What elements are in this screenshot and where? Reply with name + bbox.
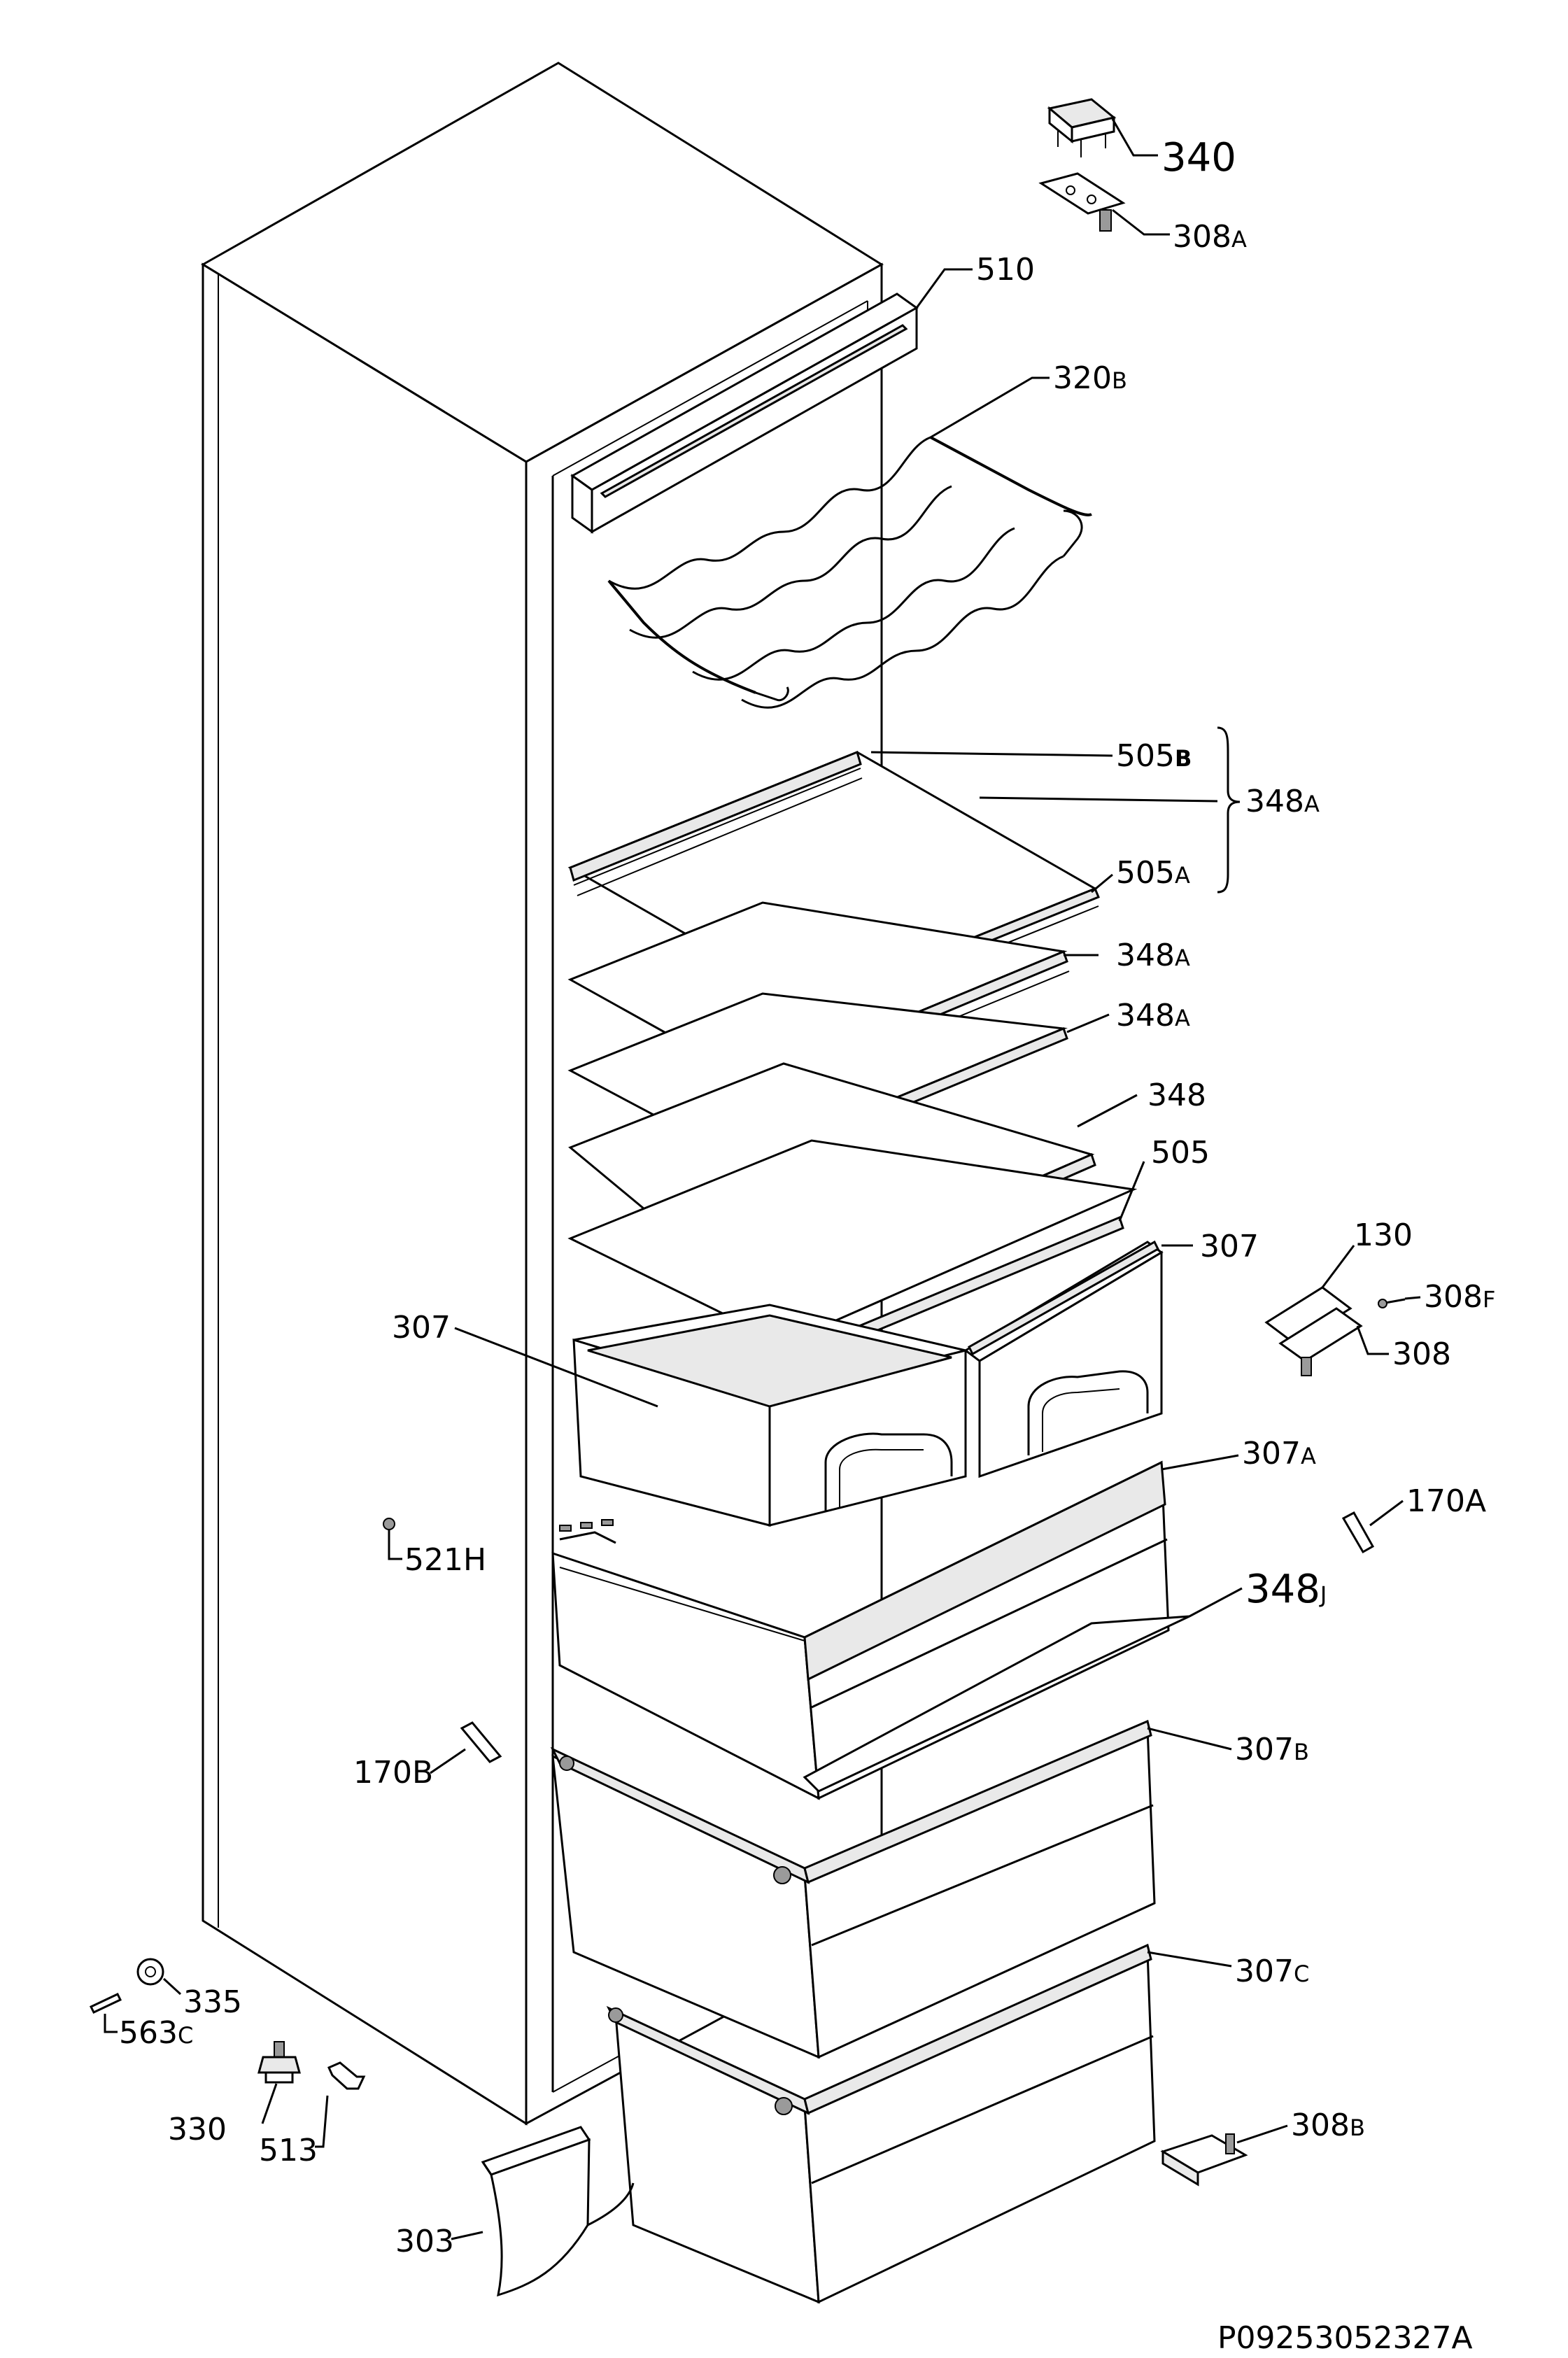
screw-521h [383, 1518, 395, 1543]
svg-text:505B: 505B [1116, 738, 1192, 774]
svg-text:330: 330 [168, 2112, 227, 2147]
svg-text:348A: 348A [1245, 784, 1320, 819]
svg-text:563C: 563C [119, 2015, 193, 2051]
svg-text:307C: 307C [1235, 1954, 1309, 1989]
svg-text:348A: 348A [1116, 938, 1190, 973]
part-label-307-right: 307 [1200, 1229, 1259, 1264]
part-label-303: 303 [395, 2224, 454, 2259]
crisper-drawer-right [963, 1240, 1164, 1478]
svg-text:340: 340 [1161, 135, 1236, 181]
freezer-drawer-divider [803, 1615, 1190, 1793]
svg-text:130: 130 [1354, 1217, 1413, 1253]
part-label-348J: 348J [1245, 1567, 1327, 1612]
part-label-505: 505 [1151, 1135, 1210, 1171]
part-label-505A: 505A [1116, 855, 1190, 891]
part-label-563C: 563C [119, 2015, 193, 2051]
svg-text:170B: 170B [353, 1755, 433, 1791]
part-label-308B: 308B [1291, 2108, 1365, 2143]
part-label-308A: 308A [1173, 219, 1247, 255]
plinth-grille-303 [481, 2126, 635, 2297]
crisper-drawer-left [572, 1304, 967, 1527]
part-label-330: 330 [168, 2112, 227, 2147]
part-label-170B: 170B [353, 1755, 433, 1791]
leader-lines [104, 118, 1421, 2240]
part-label-307B: 307B [1235, 1732, 1309, 1767]
svg-text:348J: 348J [1245, 1567, 1327, 1612]
svg-text:320B: 320B [1053, 360, 1127, 396]
part-label-510: 510 [976, 252, 1035, 288]
svg-text:307A: 307A [1242, 1436, 1316, 1471]
svg-text:505: 505 [1151, 1135, 1210, 1171]
roller-335 [136, 1958, 164, 1986]
part-label-307C: 307C [1235, 1954, 1309, 1989]
part-label-335: 335 [183, 1984, 242, 2020]
svg-text:308A: 308A [1173, 219, 1247, 255]
freezer-drawer-a [551, 1460, 1170, 1800]
wine-bottle-rack [607, 436, 1092, 709]
svg-text:170A: 170A [1406, 1483, 1486, 1519]
svg-text:335: 335 [183, 1984, 242, 2020]
svg-text:348A: 348A [1116, 998, 1190, 1033]
door-stop-170b [460, 1721, 502, 1763]
door-stop-170a [1341, 1511, 1375, 1554]
svg-text:308B: 308B [1291, 2108, 1365, 2143]
part-label-307-left: 307 [392, 1310, 451, 1346]
freezer-drawer-c [606, 1943, 1156, 2304]
part-label-513: 513 [259, 2133, 318, 2168]
svg-text:307: 307 [392, 1310, 451, 1346]
bracket-513 [327, 2061, 366, 2090]
part-label-348: 348 [1147, 1078, 1206, 1113]
part-label-307A: 307A [1242, 1436, 1316, 1471]
diagram-id: P09253052327A [1217, 2320, 1473, 2356]
svg-text:307: 307 [1200, 1229, 1259, 1264]
part-label-348A-1: 348A [1116, 938, 1190, 973]
svg-text:505A: 505A [1116, 855, 1190, 891]
part-label-521H: 521H [404, 1542, 486, 1578]
top-hinge-cover [1047, 98, 1117, 157]
part-label-320B: 320B [1053, 360, 1127, 396]
part-label-130: 130 [1354, 1217, 1413, 1253]
part-label-348A-group: 348A [1245, 784, 1320, 819]
part-label-340: 340 [1161, 135, 1236, 181]
part-label-505B: 505B [1116, 738, 1192, 774]
part-label-348A-2: 348A [1116, 998, 1190, 1033]
svg-text:348: 348 [1147, 1078, 1206, 1113]
control-panel-strip [570, 292, 919, 534]
svg-text:513: 513 [259, 2133, 318, 2168]
part-label-308F: 308F [1424, 1279, 1495, 1315]
part-label-170A: 170A [1406, 1483, 1486, 1519]
bottom-hinge-308b [1160, 2133, 1248, 2187]
svg-text:307B: 307B [1235, 1732, 1309, 1767]
middle-hinge-assembly [1264, 1286, 1363, 1376]
adjustable-foot-330 [257, 2041, 301, 2084]
svg-text:303: 303 [395, 2224, 454, 2259]
screw-308f [1378, 1298, 1406, 1308]
pin-563c [89, 1993, 122, 2014]
freezer-drawer-b [550, 1719, 1156, 2059]
top-hinge [1038, 172, 1126, 232]
svg-text:308F: 308F [1424, 1279, 1495, 1315]
part-label-308: 308 [1392, 1336, 1451, 1372]
svg-text:521H: 521H [404, 1542, 486, 1578]
svg-text:510: 510 [976, 252, 1035, 288]
svg-text:308: 308 [1392, 1336, 1451, 1372]
